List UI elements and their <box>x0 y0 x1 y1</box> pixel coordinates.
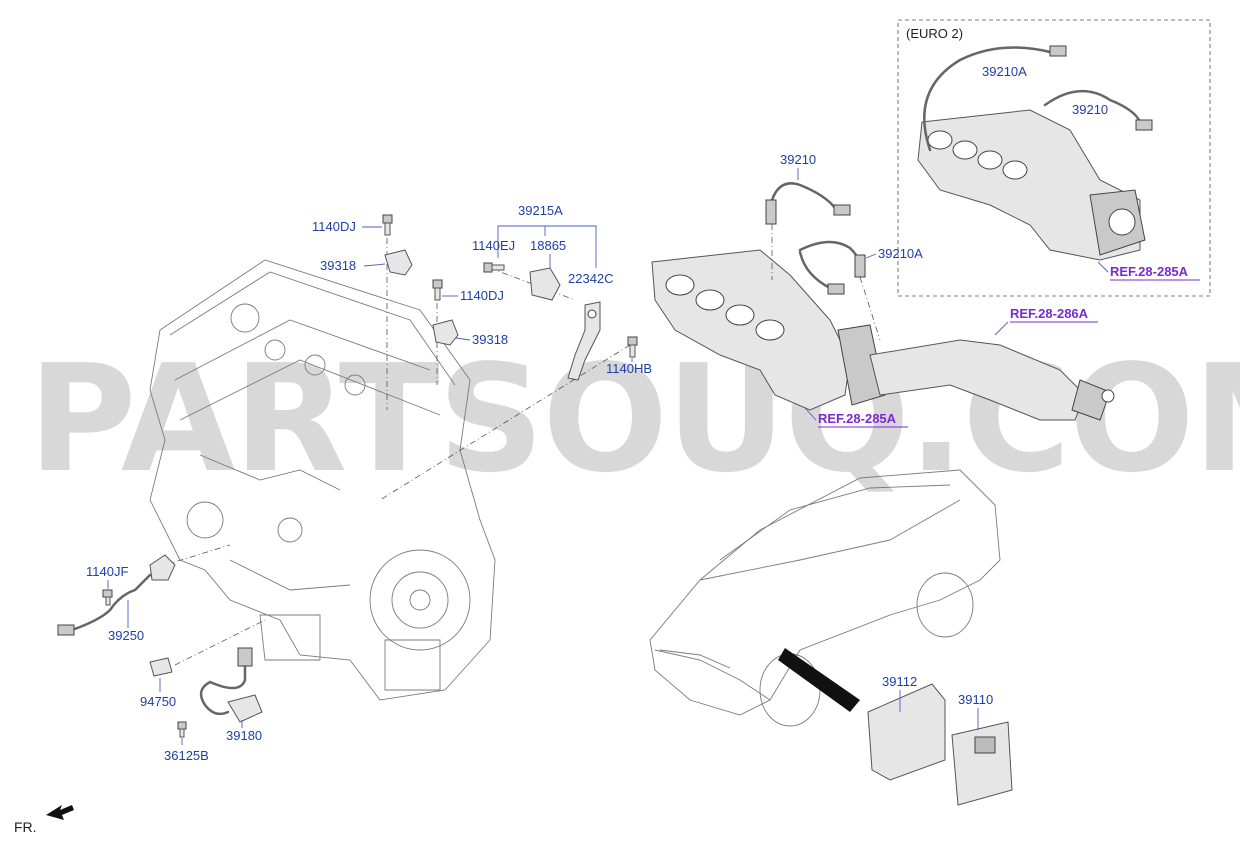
label-1140HB[interactable]: 1140HB <box>606 361 652 376</box>
label-39250[interactable]: 39250 <box>108 628 144 643</box>
label-39210A[interactable]: 39210A <box>878 246 923 261</box>
sensor-axis-39250 <box>164 544 231 566</box>
inset-label: (EURO 2) <box>906 26 963 41</box>
label-1140EJ[interactable]: 1140EJ <box>472 238 515 253</box>
bolt-1140DJ-b[interactable] <box>432 279 443 301</box>
ref-inset[interactable]: REF.28-285A <box>1110 264 1189 279</box>
label-39180[interactable]: 39180 <box>226 728 262 743</box>
leader-39318-a <box>363 263 386 267</box>
bolt-axis-1140HB <box>379 344 631 501</box>
sensor-39250-connector[interactable] <box>57 624 75 636</box>
bolt-1140JF[interactable] <box>102 589 113 606</box>
ref-manifold[interactable]: REF.28-285A <box>818 411 897 426</box>
bracket-22342C-hole <box>587 309 597 319</box>
exhaust-manifold <box>651 249 886 411</box>
leader-39318-b <box>455 337 471 341</box>
label-18865[interactable]: 18865 <box>530 238 566 253</box>
label-39210A-inset[interactable]: 39210A <box>982 64 1027 79</box>
leader-39210A <box>865 253 877 259</box>
label-39210-inset[interactable]: 39210 <box>1072 102 1108 117</box>
ecu-39110[interactable] <box>951 721 1013 806</box>
label-39210[interactable]: 39210 <box>780 152 816 167</box>
sensor-39210-body[interactable] <box>765 199 777 225</box>
label-94750[interactable]: 94750 <box>140 694 176 709</box>
bolt-36125B[interactable] <box>177 721 187 738</box>
label-39215A[interactable]: 39215A <box>518 203 563 218</box>
ref-front-pipe[interactable]: REF.28-286A <box>1010 306 1089 321</box>
inset-sensor-39210-wire <box>1043 89 1142 124</box>
label-36125B[interactable]: 36125B <box>164 748 209 763</box>
sensor-39180-body[interactable] <box>227 694 263 723</box>
ecu-39110-connector <box>974 736 996 754</box>
sensor-39210A-body[interactable] <box>854 254 866 278</box>
ecu-location-arrow <box>778 648 860 712</box>
sensor-39210-connector[interactable] <box>833 204 851 216</box>
engine-block <box>149 259 496 701</box>
leader-39215A-bracket <box>497 225 597 268</box>
bolt-axis-1140EJ <box>489 267 576 301</box>
label-39318-b[interactable]: 39318 <box>472 332 508 347</box>
sensor-39210A-wire <box>798 240 862 267</box>
sensor-39180-connector[interactable] <box>237 647 253 667</box>
label-39318-a[interactable]: 39318 <box>320 258 356 273</box>
sensor-39210-wire <box>770 182 837 210</box>
plug-axis-94750 <box>174 619 266 666</box>
label-1140DJ-b[interactable]: 1140DJ <box>460 288 504 303</box>
sensor-39210A-axis <box>859 276 881 341</box>
euro2-inset: (EURO 2) 39210A 39210 REF.28-285A <box>897 19 1211 297</box>
direction-label: FR. <box>14 819 37 835</box>
ref-inset-leader <box>1097 261 1109 273</box>
gasket-18865[interactable] <box>529 267 561 301</box>
sensor-39250-body[interactable] <box>149 554 176 581</box>
label-39110[interactable]: 39110 <box>958 692 993 707</box>
sensor-39250-wire <box>70 573 152 632</box>
inset-sensor-39210-connector[interactable] <box>1135 119 1153 131</box>
bolt-1140HB[interactable] <box>627 336 638 358</box>
ref-front-pipe-leader <box>994 321 1009 336</box>
inset-sensor-39210A-connector[interactable] <box>1049 45 1067 57</box>
label-39112[interactable]: 39112 <box>882 674 917 689</box>
exhaust-front-pipe <box>869 339 1115 421</box>
label-1140JF[interactable]: 1140JF <box>86 564 128 579</box>
ref-manifold-leader <box>804 407 817 421</box>
sensor-39180-wire <box>199 648 247 716</box>
label-22342C[interactable]: 22342C <box>568 271 614 286</box>
inset-sensor-39210A-wire <box>923 46 1052 152</box>
inset-exhaust-manifold <box>917 109 1146 261</box>
plug-94750[interactable] <box>149 657 173 677</box>
sensor-39318-b[interactable] <box>432 319 459 346</box>
bracket-39112[interactable] <box>867 683 946 781</box>
label-1140DJ-a[interactable]: 1140DJ <box>312 219 356 234</box>
sensor-39318-a[interactable] <box>384 249 413 276</box>
front-arrow-icon <box>46 805 74 820</box>
bracket-22342C[interactable] <box>567 301 601 381</box>
vehicle-illustration <box>649 469 1001 727</box>
inset-border <box>897 19 1211 297</box>
bolt-1140DJ-a[interactable] <box>382 214 393 236</box>
sensor-39210A-connector[interactable] <box>827 283 845 295</box>
bolt-1140EJ[interactable] <box>483 262 505 273</box>
sensor-39210A-wire-tail <box>798 250 832 290</box>
